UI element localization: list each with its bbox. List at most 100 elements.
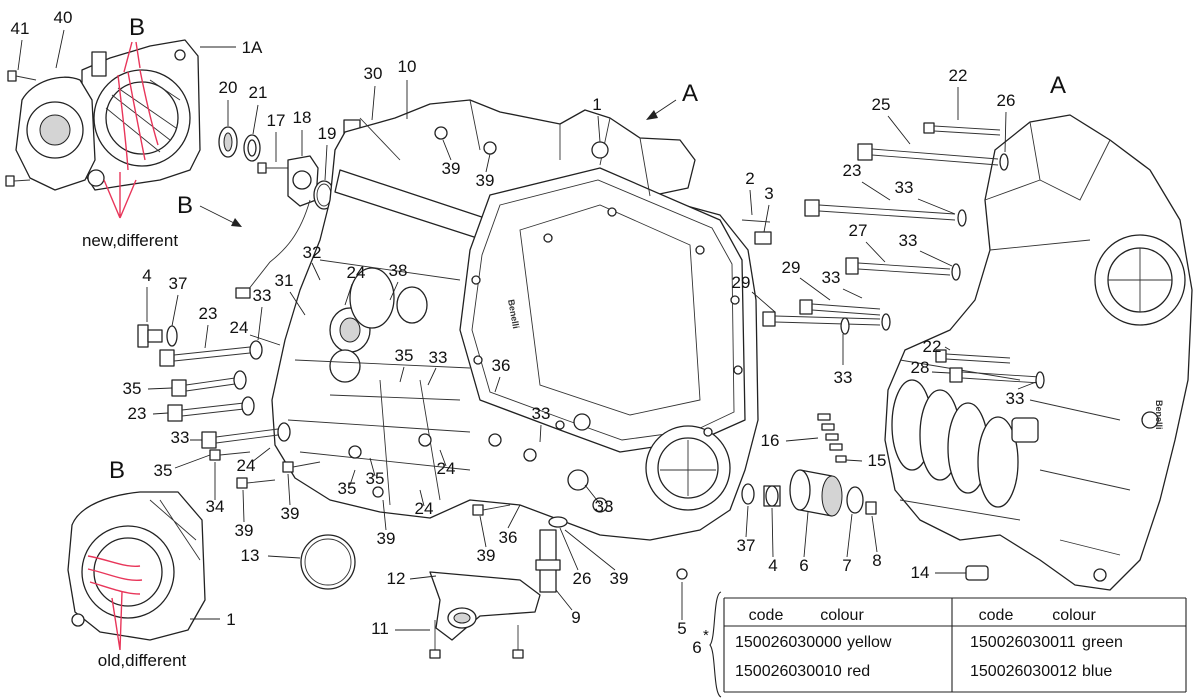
table-header-code: code: [749, 607, 784, 624]
callout-32: 32: [303, 243, 322, 262]
cover-40: [15, 76, 96, 191]
filter-assembly-6: [741, 469, 877, 517]
o-ring-13: [300, 534, 356, 590]
callout-6-variant: 6: [692, 638, 701, 657]
callout-17: 17: [267, 111, 286, 130]
studs-16-15: [817, 413, 847, 463]
logo-text-right: Benelli: [1154, 400, 1164, 430]
callout-33: 33: [895, 178, 914, 197]
callout-4: 4: [142, 266, 151, 285]
oil-pipe-9: [535, 516, 568, 593]
callout-24: 24: [415, 499, 434, 518]
callout-23: 23: [843, 161, 862, 180]
view-marker-b: B: [129, 14, 145, 41]
callout-8: 8: [872, 551, 881, 570]
callout-4: 4: [768, 556, 777, 575]
seal-20: [218, 126, 238, 158]
callout-33: 33: [899, 231, 918, 250]
callout-23: 23: [128, 404, 147, 423]
table-cell-colour: green: [1082, 634, 1123, 651]
callout-33: 33: [429, 348, 448, 367]
callout-37: 37: [737, 536, 756, 555]
callout-35: 35: [366, 469, 385, 488]
callout-18: 18: [293, 108, 312, 127]
callout-38: 38: [389, 261, 408, 280]
callout-9: 9: [571, 608, 580, 627]
callout-24: 24: [347, 263, 366, 282]
callout-10: 10: [398, 57, 417, 76]
callout-39: 39: [477, 546, 496, 565]
callout-29: 29: [732, 273, 751, 292]
oil-manifold-12: [429, 571, 541, 641]
crankcase-1: Benelli: [271, 99, 759, 541]
callout-31: 31: [275, 271, 294, 290]
callout-28: 28: [911, 358, 930, 377]
callout-25: 25: [872, 95, 891, 114]
callout-2: 2: [745, 169, 754, 188]
callout-36: 36: [499, 528, 518, 547]
table-grid: [723, 597, 1187, 693]
bolts-right: [741, 122, 1045, 581]
callout-39: 39: [442, 159, 461, 178]
bearing-21: [243, 134, 261, 162]
callout-40: 40: [54, 8, 73, 27]
callout-24: 24: [437, 459, 456, 478]
bolts-11: [429, 620, 524, 659]
callout-3: 3: [764, 184, 773, 203]
callout-33: 33: [822, 268, 841, 287]
bolt-17: [257, 162, 292, 174]
callout-33: 33: [1006, 389, 1025, 408]
callout-20: 20: [219, 78, 238, 97]
crankcase-right-half: Benelli: [884, 114, 1193, 591]
callout-1: 1: [592, 95, 601, 114]
callout-12: 12: [387, 569, 406, 588]
callout-24: 24: [230, 318, 249, 337]
view-marker-b: B: [109, 457, 125, 484]
callout-33: 33: [595, 497, 614, 516]
bolts-left: [137, 324, 511, 516]
note-new-different: new,different: [82, 231, 178, 250]
callout-1a: 1A: [242, 38, 263, 57]
callout-39: 39: [610, 569, 629, 588]
callout-30: 30: [364, 64, 383, 83]
view-marker-a: A: [682, 80, 698, 107]
callout-39: 39: [235, 521, 254, 540]
callout-6: 6: [799, 556, 808, 575]
callout-36: 36: [492, 356, 511, 375]
table-cell-code: 150026030011: [970, 634, 1076, 651]
callout-27: 27: [849, 221, 868, 240]
callout-24: 24: [237, 456, 256, 475]
view-marker-b: B: [177, 192, 193, 219]
table-cell-code: 150026030012: [970, 663, 1077, 680]
highlight-new-lines: [103, 41, 159, 219]
highlight-old-lines: [87, 555, 143, 651]
callout-1: 1: [226, 610, 235, 629]
table-cell-colour: red: [847, 663, 870, 680]
callout-29: 29: [782, 258, 801, 277]
note-old-different: old,different: [98, 651, 187, 670]
leader-lines: [17, 29, 1037, 631]
callout-33: 33: [834, 368, 853, 387]
callout-11: 11: [371, 619, 389, 638]
table-header-code: code: [979, 607, 1014, 624]
callout-37: 37: [169, 274, 188, 293]
callout-39: 39: [281, 504, 300, 523]
callout-35: 35: [154, 461, 173, 480]
callout-labels: 41 40 1A 20 21 17 18 19 30 10 1 39 39 2 …: [11, 8, 1025, 657]
callout-7: 7: [842, 556, 851, 575]
colour-code-table: code colour code colour 150026030000 yel…: [709, 591, 1187, 698]
view-arrows: [199, 99, 677, 227]
callout-39: 39: [377, 529, 396, 548]
callout-14: 14: [911, 563, 930, 582]
crankcase-1a-detail: [81, 39, 201, 191]
callout-39: 39: [476, 171, 495, 190]
callout-35: 35: [395, 346, 414, 365]
view-marker-a: A: [1050, 72, 1066, 99]
callout-34: 34: [206, 497, 225, 516]
table-brace: [709, 591, 722, 698]
ball-5: [676, 568, 688, 580]
callout-26: 26: [573, 569, 592, 588]
callout-5: 5: [677, 619, 686, 638]
callout-16: 16: [761, 431, 780, 450]
